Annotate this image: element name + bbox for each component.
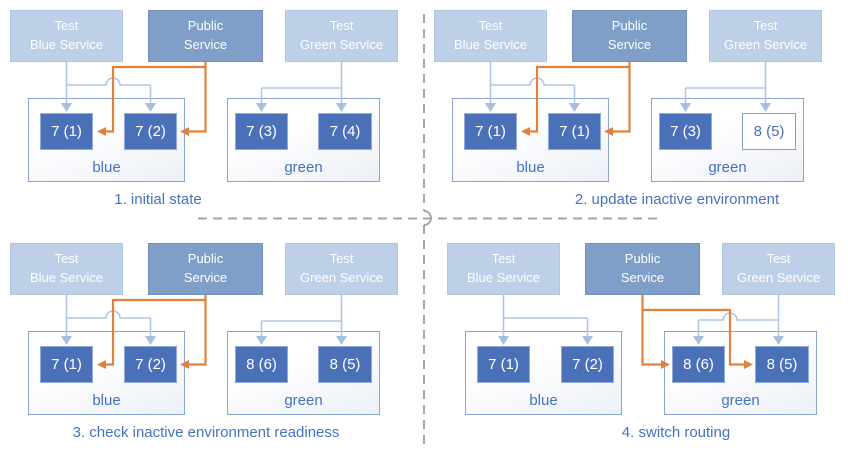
pod-blue-2: 7 (1)	[548, 113, 601, 150]
panel-caption: 2. update inactive environment	[574, 191, 780, 208]
pod-green-1: 8 (6)	[672, 346, 725, 383]
service-label: Public	[187, 18, 224, 34]
service-label: Green Service	[723, 37, 808, 52]
service-label: Blue Service	[454, 37, 527, 52]
pod-green-1: 7 (3)	[235, 113, 288, 150]
service-label: Blue Service	[30, 270, 103, 285]
test-green-service-box: Test Green Service	[709, 10, 822, 62]
pod-blue-2: 7 (2)	[124, 113, 177, 150]
service-label: Test	[329, 251, 354, 267]
public-service-box: Public Service	[148, 243, 263, 295]
pod-green-1: 8 (6)	[235, 346, 288, 383]
service-label: Service	[620, 270, 665, 285]
service-label: Test	[766, 251, 791, 267]
blue-environment-label: blue	[92, 392, 121, 409]
service-label: Test	[478, 18, 503, 34]
pod-blue-1: 7 (1)	[464, 113, 517, 150]
public-service-box: Public Service	[148, 10, 263, 62]
service-label: Green Service	[299, 37, 384, 52]
service-label: Test	[329, 18, 354, 34]
service-label: Public	[624, 251, 661, 267]
blue-environment-label: blue	[516, 159, 545, 176]
pod-blue-1: 7 (1)	[40, 113, 93, 150]
green-environment-label: green	[284, 159, 323, 176]
panel-check-inactive-environment-readiness: Test Blue Service Public Service Test Gr…	[0, 233, 424, 456]
green-environment-label: green	[284, 392, 323, 409]
pod-blue-2: 7 (2)	[561, 346, 614, 383]
service-label: Test	[491, 251, 516, 267]
service-label: Service	[183, 37, 228, 52]
test-blue-service-box: Test Blue Service	[434, 10, 547, 62]
pod-green-2-new-version: 8 (5)	[742, 113, 796, 150]
pod-green-2: 8 (5)	[318, 346, 372, 383]
pod-green-2: 8 (5)	[755, 346, 809, 383]
green-environment-label: green	[708, 159, 747, 176]
green-environment-label: green	[721, 392, 760, 409]
panel-initial-state: Test Blue Service Public Service Test Gr…	[0, 0, 424, 223]
service-label: Test	[54, 251, 79, 267]
service-label: Test	[54, 18, 79, 34]
service-label: Service	[607, 37, 652, 52]
service-label: Service	[183, 270, 228, 285]
service-label: Blue Service	[30, 37, 103, 52]
test-blue-service-box: Test Blue Service	[10, 10, 123, 62]
test-green-service-box: Test Green Service	[722, 243, 835, 295]
service-label: Public	[611, 18, 648, 34]
test-blue-service-box: Test Blue Service	[447, 243, 560, 295]
panel-switch-routing: Test Blue Service Public Service Test Gr…	[437, 233, 848, 456]
service-label: Blue Service	[467, 270, 540, 285]
panel-caption: 1. initial state	[114, 191, 202, 208]
panel-caption: 3. check inactive environment readiness	[72, 424, 340, 441]
blue-environment-label: blue	[92, 159, 121, 176]
test-green-service-box: Test Green Service	[285, 10, 398, 62]
service-label: Green Service	[299, 270, 384, 285]
pod-green-1: 7 (3)	[659, 113, 712, 150]
test-blue-service-box: Test Blue Service	[10, 243, 123, 295]
pod-blue-1: 7 (1)	[477, 346, 530, 383]
service-label: Test	[753, 18, 778, 34]
test-green-service-box: Test Green Service	[285, 243, 398, 295]
pod-green-2: 7 (4)	[318, 113, 372, 150]
service-label: Green Service	[736, 270, 821, 285]
pod-blue-2: 7 (2)	[124, 346, 177, 383]
panel-update-inactive-environment: Test Blue Service Public Service Test Gr…	[424, 0, 848, 223]
service-label: Public	[187, 251, 224, 267]
pod-blue-1: 7 (1)	[40, 346, 93, 383]
blue-environment-label: blue	[529, 392, 558, 409]
panel-caption: 4. switch routing	[621, 424, 731, 441]
public-service-box: Public Service	[572, 10, 687, 62]
public-service-box: Public Service	[585, 243, 700, 295]
